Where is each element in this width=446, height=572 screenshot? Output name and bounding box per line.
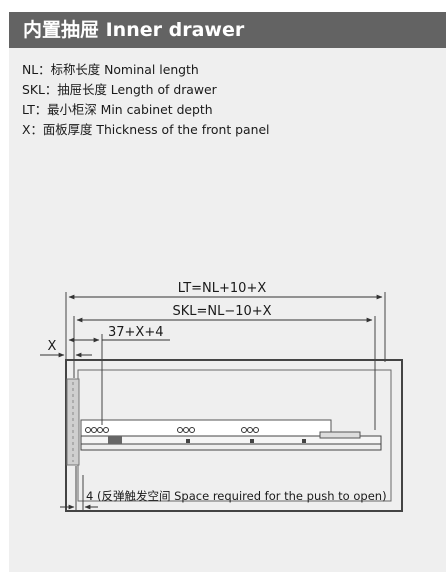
- dim-label-push: 4 (反弹触发空间 Space required for the push to…: [86, 489, 387, 503]
- front-panel: [66, 378, 80, 466]
- drawer-slide: [80, 419, 382, 451]
- legend-item-x: X：面板厚度 Thickness of the front panel: [22, 122, 270, 137]
- dim-label-front: 37+X+4: [108, 325, 164, 340]
- legend-item-lt: LT：最小柜深 Min cabinet depth: [22, 102, 213, 117]
- legend-item-nl: NL：标称长度 Nominal length: [22, 62, 199, 77]
- dim-label-lt: LT=NL+10+X: [178, 281, 267, 296]
- content-panel: [9, 12, 446, 572]
- page-title: 内置抽屉 Inner drawer: [23, 19, 245, 41]
- legend: NL：标称长度 Nominal length SKL：抽屉长度 Length o…: [22, 60, 432, 140]
- dim-label-x: X: [48, 339, 57, 354]
- title-bar: [9, 12, 446, 48]
- dim-label-skl: SKL=NL−10+X: [172, 304, 271, 319]
- extension-lines: [65, 292, 386, 512]
- legend-item-skl: SKL：抽屉长度 Length of drawer: [22, 82, 217, 97]
